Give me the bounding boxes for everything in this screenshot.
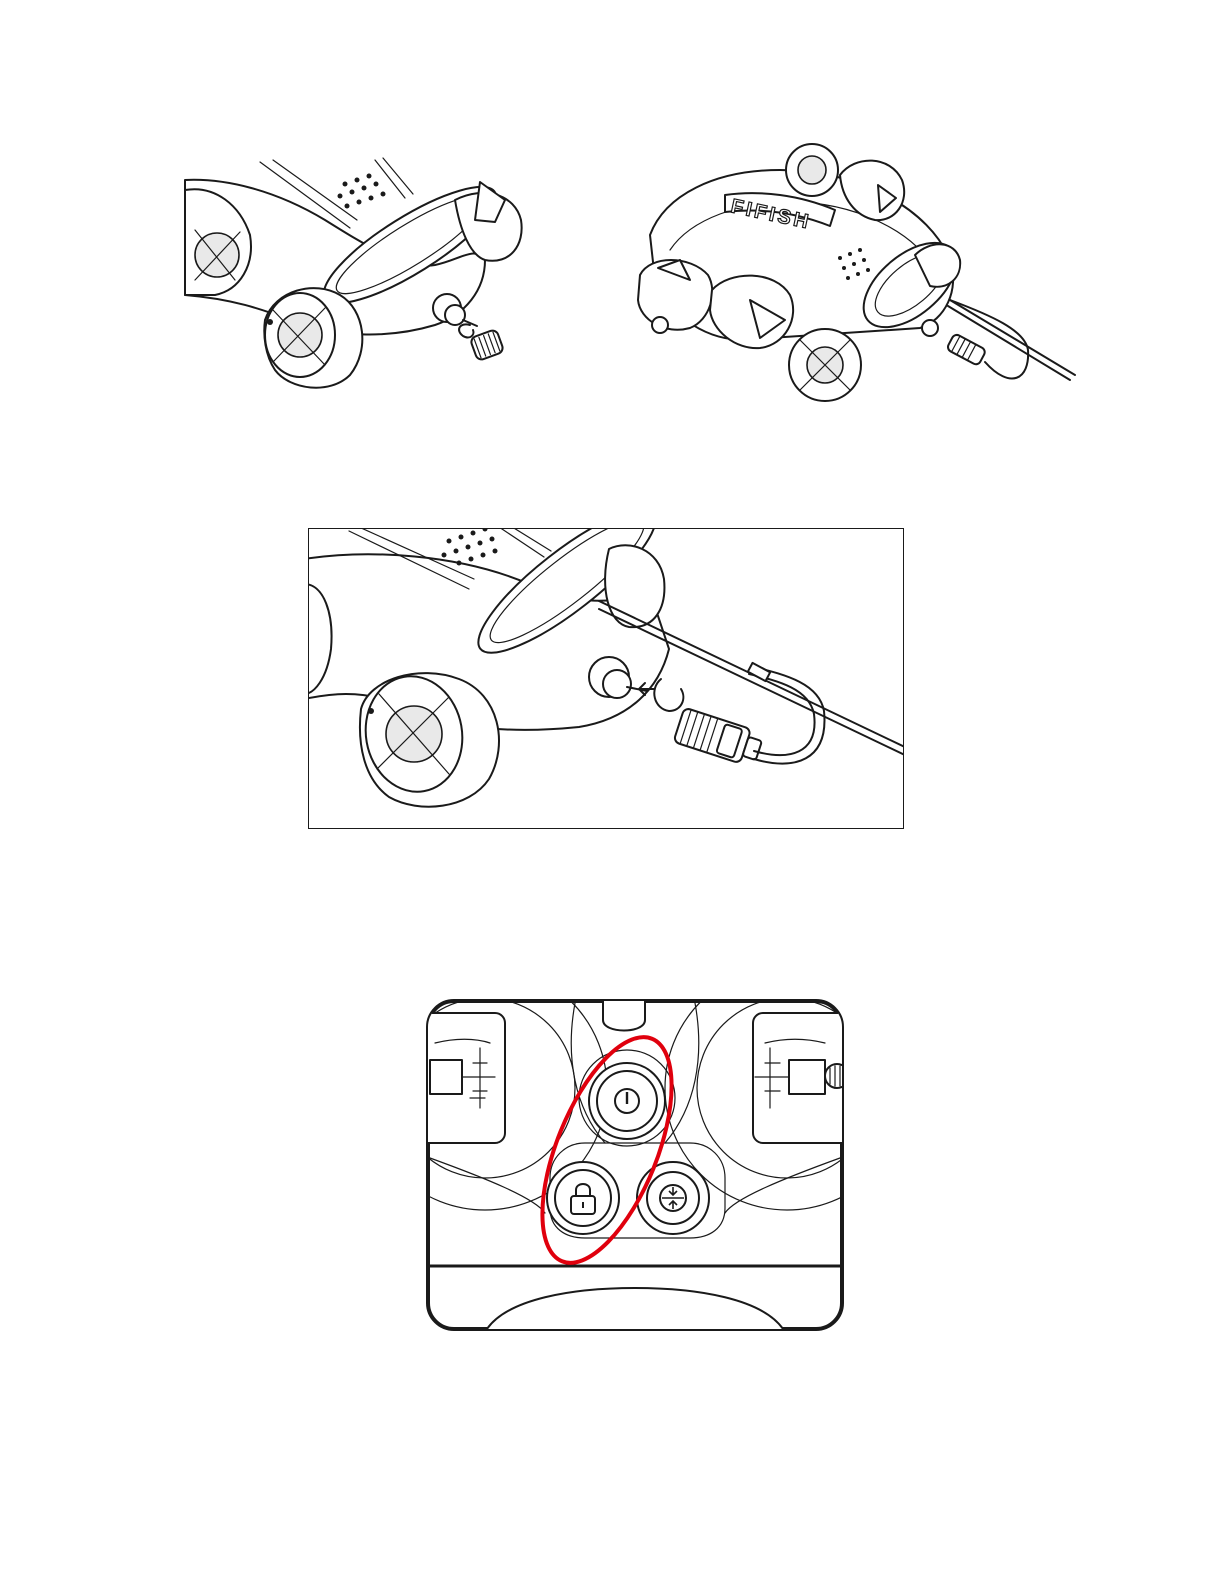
depth-lock-icon xyxy=(660,1185,686,1211)
drone-overview-drawing: FIFISH xyxy=(630,140,1080,415)
drone-underside-drawing xyxy=(185,150,545,400)
figure-drone-tethered-overview: FIFISH xyxy=(630,140,1080,415)
figure-remote-controller-buttons xyxy=(425,998,845,1332)
connector-insertion-drawing xyxy=(309,529,904,829)
controller-drawing xyxy=(425,998,845,1332)
figure-tether-connector-insertion xyxy=(308,528,904,829)
power-button[interactable] xyxy=(589,1063,665,1139)
figure-connector-cap-removed xyxy=(185,150,545,400)
lock-button[interactable] xyxy=(547,1162,619,1234)
depth-lock-button[interactable] xyxy=(637,1162,709,1234)
